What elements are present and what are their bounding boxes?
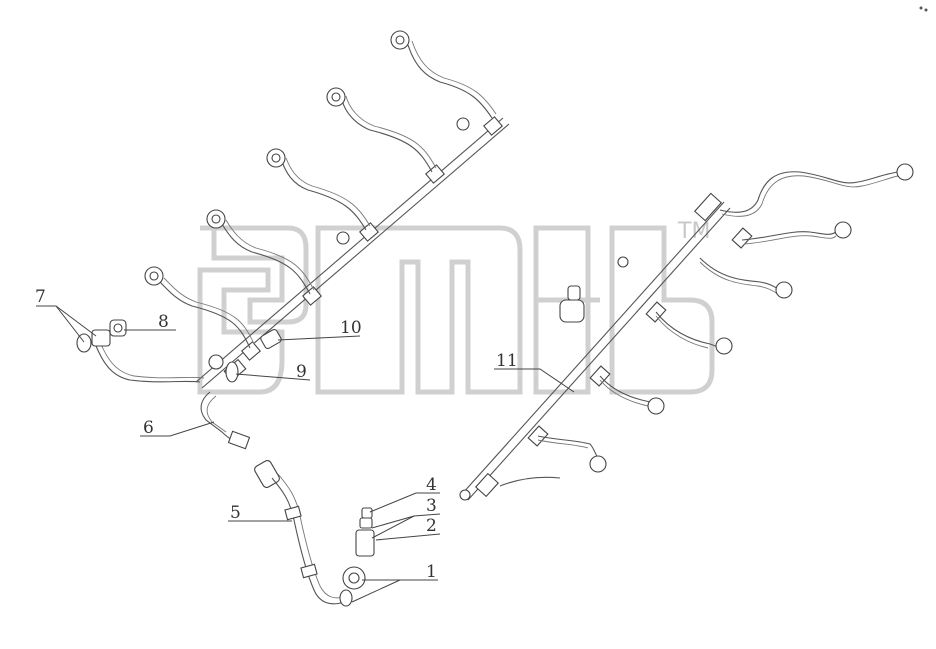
callout-8: 8 [158, 312, 169, 332]
callout-3: 3 [426, 496, 437, 516]
callout-7: 7 [35, 287, 46, 307]
left-small-parts [76, 319, 282, 450]
corner-mark [919, 6, 928, 12]
callout-11: 11 [496, 351, 518, 371]
callout-1: 1 [426, 562, 437, 582]
callout-4: 4 [426, 475, 437, 495]
leader-lines [36, 305, 575, 603]
return-line-assembly [254, 460, 375, 607]
callout-6: 6 [143, 418, 154, 438]
watermark-logo: TM [197, 219, 715, 395]
right-rail-assembly [459, 163, 914, 501]
callout-labels: 1 2 3 4 5 6 7 8 9 10 11 [35, 287, 518, 582]
callout-2: 2 [426, 516, 437, 536]
callout-5: 5 [230, 503, 241, 523]
callout-10: 10 [340, 318, 362, 338]
left-rail-assembly [95, 30, 510, 389]
callout-9: 9 [296, 362, 307, 382]
